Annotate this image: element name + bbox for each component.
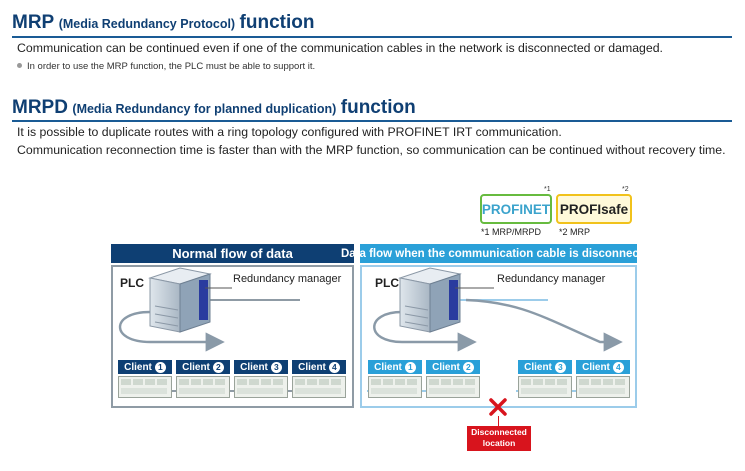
mrpd-title-paren: (Media Redundancy for planned duplicatio…	[72, 102, 337, 116]
disconnected-location-label: Disconnected location	[467, 426, 531, 451]
mrpd-title-end: function	[340, 97, 416, 118]
mrp-note: In order to use the MRP function, the PL…	[17, 61, 315, 72]
mrpd-divider	[12, 120, 732, 122]
client-number-badge: 2	[212, 361, 224, 373]
disconnected-client-1-device-icon	[368, 376, 422, 398]
disconnected-plc-icon	[398, 267, 494, 333]
mrpd-line2: Communication reconnection time is faste…	[17, 143, 726, 157]
mrp-note-text: In order to use the MRP function, the PL…	[27, 61, 316, 72]
client-label: Client	[240, 361, 268, 373]
disconnected-label-line2: location	[482, 438, 516, 448]
disconnect-leader-line	[498, 416, 499, 426]
mrp-description: Communication can be continued even if o…	[17, 41, 663, 55]
disconnected-client-3-device-icon	[518, 376, 572, 398]
normal-client-2-device-icon	[176, 376, 230, 398]
mrp-title-main: MRP	[12, 12, 55, 33]
mrp-title-paren: (Media Redundancy Protocol)	[58, 17, 236, 31]
mrpd-line1: It is possible to duplicate routes with …	[17, 125, 562, 139]
disconnected-flow-header: Data flow when the communication cable i…	[341, 244, 656, 263]
footnote-1: *1 MRP/MRPD	[481, 227, 542, 237]
disconnected-flow-right	[465, 298, 623, 352]
mrpd-title-main: MRPD	[12, 97, 68, 118]
mrpd-title: MRPD (Media Redundancy for planned dupli…	[12, 97, 416, 119]
client-label: Client	[182, 361, 210, 373]
client-number-badge: 2	[462, 361, 474, 373]
disconnect-x-icon	[489, 398, 507, 416]
normal-client-1-device-icon	[118, 376, 172, 398]
client-number-badge: 1	[404, 361, 416, 373]
disconnected-redundancy-label: Redundancy manager	[497, 273, 606, 285]
mrp-divider	[12, 36, 732, 38]
profinet-mark: *1	[544, 186, 551, 193]
profisafe-mark: *2	[622, 186, 629, 193]
profisafe-logo: PROFIsafe	[556, 194, 632, 224]
client-number-badge: 4	[328, 361, 340, 373]
client-label: Client	[374, 361, 402, 373]
footnote-2: *2 MRP	[559, 227, 591, 237]
client-label: Client	[582, 361, 610, 373]
normal-client-3-device-icon	[234, 376, 288, 398]
client-label: Client	[524, 361, 552, 373]
disconnected-plc-label: PLC	[375, 276, 399, 290]
client-label: Client	[124, 361, 152, 373]
bullet-icon	[17, 62, 22, 68]
profinet-logo: PROFINET	[480, 194, 552, 224]
mrp-title-end: function	[239, 12, 315, 33]
disconnected-flow-left	[373, 310, 477, 352]
normal-plc-icon	[148, 267, 232, 333]
normal-flow-arrow	[119, 310, 225, 352]
mrp-title: MRP (Media Redundancy Protocol) function	[12, 12, 314, 34]
normal-redundancy-label: Redundancy manager	[233, 273, 342, 285]
normal-flow-panel	[111, 265, 354, 408]
client-label: Client	[432, 361, 460, 373]
client-number-badge: 3	[554, 361, 566, 373]
client-number-badge: 1	[154, 361, 166, 373]
normal-plc-label: PLC	[120, 276, 144, 290]
normal-client-4-device-icon	[292, 376, 346, 398]
disconnected-client-2-device-icon	[426, 376, 480, 398]
client-label: Client	[298, 361, 326, 373]
disconnected-label-line1: Disconnected	[471, 427, 527, 437]
disconnected-client-4-device-icon	[576, 376, 630, 398]
normal-flow-header: Normal flow of data	[111, 244, 354, 263]
client-number-badge: 3	[270, 361, 282, 373]
client-number-badge: 4	[612, 361, 624, 373]
